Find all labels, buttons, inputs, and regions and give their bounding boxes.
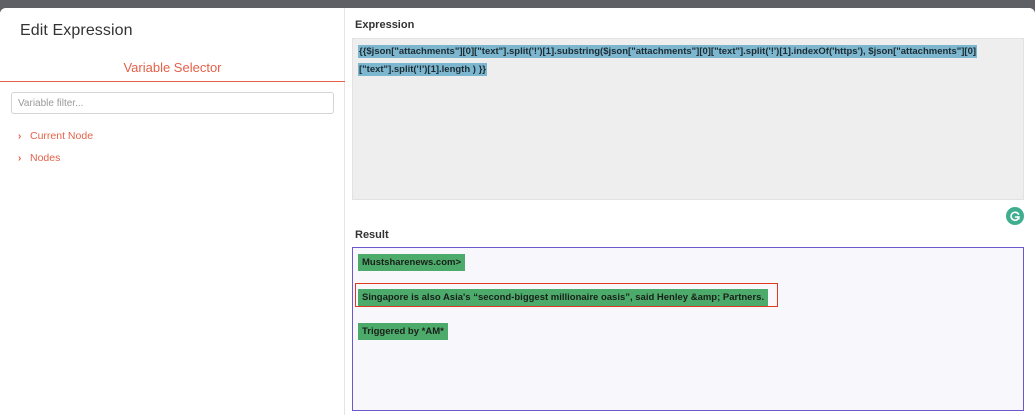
chevron-right-icon: › [18,152,22,164]
expression-text: {{$json["attachments"][0]["text"].split(… [358,43,1018,79]
edit-expression-dialog: Edit Expression Variable Selector › Curr… [0,8,1035,415]
expression-panel: Expression {{$json["attachments"][0]["te… [345,8,1035,415]
highlight-annotation-box [355,283,778,307]
variable-filter-input[interactable] [11,92,334,114]
expression-editor[interactable]: {{$json["attachments"][0]["text"].split(… [352,38,1024,225]
dialog-title: Edit Expression [20,22,133,39]
variable-selector-panel: Edit Expression Variable Selector › Curr… [0,8,345,415]
result-line: Mustsharenews.com> [358,254,465,271]
chevron-right-icon: › [18,130,22,142]
result-line: Triggered by *AM* [358,323,448,340]
grammarly-icon[interactable] [1006,207,1024,225]
result-output: Mustsharenews.com> Singapore is also Asi… [352,247,1024,411]
result-line: Singapore is also Asia's “second-biggest… [358,289,769,306]
tree-item-current-node[interactable]: › Current Node [18,130,93,142]
expression-line-2: ["text"].split('!')[1].length ) }} [358,63,487,76]
expression-label: Expression [355,19,415,31]
tree-item-label: Nodes [30,152,61,164]
tree-item-nodes[interactable]: › Nodes [18,152,60,164]
variable-selector-underline [0,81,345,82]
result-label: Result [355,229,389,241]
tree-item-label: Current Node [30,130,94,142]
variable-selector-title: Variable Selector [123,60,222,75]
expression-line-1: {{$json["attachments"][0]["text"].split(… [358,45,978,58]
